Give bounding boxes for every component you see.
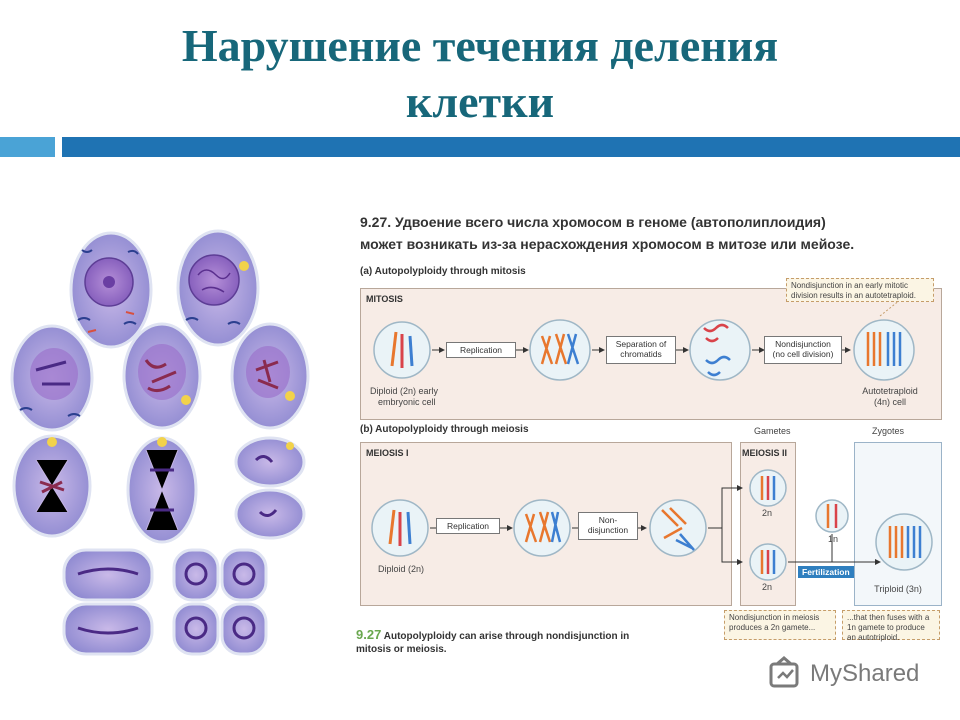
meiosis2-title: MEIOSIS II	[742, 448, 788, 458]
myshared-watermark: MyShared	[768, 654, 919, 694]
step-replication-a: Replication	[446, 342, 516, 358]
figure-heading-line-2: может возникать из-за нерасхождения хром…	[360, 236, 855, 252]
cell-prophase-2	[122, 322, 202, 430]
mitosis-diagram	[373, 299, 915, 381]
cell-prophase-3	[230, 322, 310, 430]
diploid-early-cell	[373, 321, 431, 379]
meiosis-note-right: ...that then fuses with a 1n gamete to p…	[842, 610, 940, 642]
cell-anaphase-1	[126, 436, 198, 544]
gamete-1n	[815, 499, 849, 533]
part-b-label: (b) Autopolyploidy through meiosis	[360, 424, 529, 435]
diploid-meiosis-cell	[371, 499, 429, 557]
step-nondisjunction-a-line-2: (no cell division)	[772, 349, 834, 359]
caption-text-1: Autopolyploidy can arise through nondisj…	[383, 631, 630, 642]
step-nondisjunction-a-line-1: Nondisjunction	[775, 339, 831, 349]
autotetraploid-cell	[853, 319, 915, 381]
autotetraploid-label-2: (4n) cell	[873, 397, 906, 407]
polyploidy-figure: 9.27. Удвоение всего числа хромосом в ге…	[352, 208, 952, 668]
meiosis-diagram	[371, 469, 933, 581]
slide-title-line-2: клетки	[405, 76, 555, 127]
cell-interphase-1	[69, 231, 153, 349]
caption-text-2: mitosis or meiosis.	[356, 644, 447, 655]
step-separation: Separation of chromatids	[606, 336, 676, 364]
cell-division-drawing	[10, 229, 310, 656]
caption-number: 9.27	[356, 627, 382, 642]
step-nondisjunction-b: Non- disjunction	[578, 512, 638, 540]
step-separation-line-2: chromatids	[620, 349, 662, 359]
gamete-2n-top	[749, 469, 787, 507]
mitosis-note: Nondisjunction in an early mitotic divis…	[786, 278, 934, 302]
cell-prophase-1	[10, 324, 94, 432]
slide-title: Нарушение течения деления клетки	[0, 18, 960, 130]
title-divider-right	[62, 137, 960, 157]
gamete-2n-bottom	[749, 543, 787, 581]
part-a-label: (a) Autopolyploidy through mitosis	[360, 266, 526, 277]
replicated-cell	[529, 319, 591, 381]
step-nondisjunction-b-line-2: disjunction	[587, 525, 629, 535]
nondisjunction-meiosis-cell	[649, 499, 707, 557]
figure-heading-line-1: 9.27. Удвоение всего числа хромосом в ге…	[360, 214, 826, 230]
gamete-1n-label: 1n	[827, 534, 838, 544]
gametes-label: Gametes	[754, 426, 791, 436]
cell-metaphase-1	[12, 434, 92, 538]
step-replication-a-label: Replication	[459, 345, 503, 355]
meiosis-note-left: Nondisjunction in meiosis produces a 2n …	[724, 610, 836, 640]
cell-division-illustration	[6, 220, 316, 660]
meiosis-title: MEIOSIS I	[366, 448, 409, 458]
gamete-2n-bottom-label: 2n	[761, 582, 772, 592]
diploid-early-label-2: embryonic cell	[378, 397, 436, 407]
gamete-2n-top-label: 2n	[761, 508, 772, 518]
cell-telophase-1	[234, 436, 306, 540]
triploid-zygote	[875, 513, 933, 571]
myshared-logo-icon	[769, 656, 799, 688]
slide-title-line-1: Нарушение течения деления	[181, 20, 779, 71]
figure-caption: 9.27 Autopolyploidy can arise through no…	[356, 628, 696, 656]
diploid-meiosis-label: Diploid (2n)	[378, 564, 425, 574]
step-replication-b: Replication	[436, 518, 500, 534]
step-nondisjunction-a: Nondisjunction (no cell division)	[764, 336, 842, 364]
cell-cytokinesis-1	[62, 548, 154, 656]
cell-cytokinesis-2	[172, 548, 268, 656]
myshared-text: MyShared	[810, 660, 920, 687]
zygotes-label: Zygotes	[872, 426, 905, 436]
replicated-meiosis-cell	[513, 499, 571, 557]
triploid-label: Triploid (3n)	[874, 584, 922, 594]
step-replication-b-label: Replication	[446, 521, 490, 531]
title-divider-left	[0, 137, 55, 157]
separated-chromatids-cell	[689, 319, 751, 381]
mitosis-title: MITOSIS	[366, 294, 403, 304]
step-separation-line-1: Separation of	[615, 339, 667, 349]
autotetraploid-label-1: Autotetraploid	[862, 386, 918, 396]
cell-interphase-2	[176, 229, 260, 347]
step-nondisjunction-b-line-1: Non-	[598, 515, 618, 525]
fertilization-label: Fertilization	[798, 566, 854, 578]
diploid-early-label-1: Diploid (2n) early	[370, 386, 439, 396]
